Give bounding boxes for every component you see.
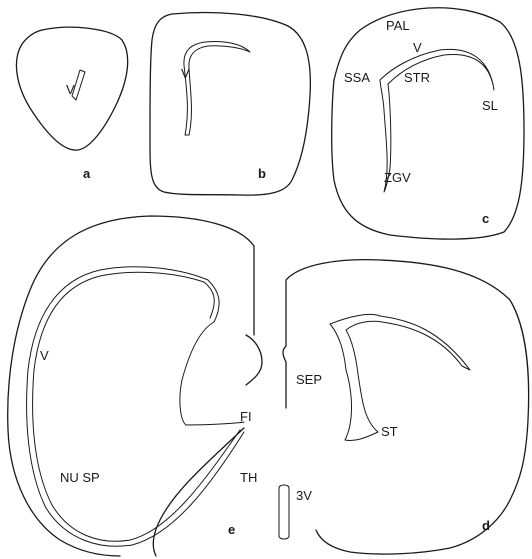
panel-letter-e: e: [228, 522, 235, 537]
section-b: V b: [150, 13, 310, 196]
section-c-zgv-label: ZGV: [384, 170, 411, 185]
section-d-st-label: ST: [381, 424, 398, 439]
section-e-ventricle-outer: [33, 272, 240, 541]
panel-letter-b: b: [258, 166, 266, 181]
section-e-midline-notch: [246, 335, 262, 385]
section-e-th-label: TH: [240, 470, 257, 485]
section-c-str-label: STR: [404, 70, 430, 85]
section-e-caudate-boundary: [180, 322, 244, 425]
section-e-fi-label: FI: [240, 409, 252, 424]
section-e-v-label: V: [40, 348, 49, 363]
section-d-ventricle: [330, 314, 470, 440]
section-b-v-label: V: [181, 66, 190, 81]
panel-letter-c: c: [482, 211, 489, 226]
section-b-outline: [150, 13, 310, 196]
section-e-ventricle-inner: [27, 267, 244, 546]
section-b-ventricle: [184, 41, 250, 135]
panel-letter-a: a: [83, 166, 91, 181]
section-a-v-label: V: [66, 82, 75, 97]
section-e-nusp-label: NU SP: [60, 470, 100, 485]
section-d-third-ventricle: [279, 485, 289, 539]
section-d-outline: [283, 260, 529, 554]
section-c-outline: [332, 8, 524, 239]
section-d: SEP ST 3V d: [279, 260, 529, 554]
section-d-3v-label: 3V: [296, 488, 312, 503]
section-d-sep-label: SEP: [296, 372, 322, 387]
panel-letter-d: d: [482, 518, 490, 533]
section-c-sl-label: SL: [482, 98, 498, 113]
section-a: V a: [16, 27, 127, 181]
section-c-pal-label: PAL: [386, 18, 410, 33]
section-c: PAL V SSA STR SL ZGV c: [332, 8, 524, 239]
section-c-ssa-label: SSA: [344, 70, 370, 85]
section-c-v-label: V: [413, 40, 422, 55]
section-e: V FI NU SP TH e: [8, 216, 262, 556]
